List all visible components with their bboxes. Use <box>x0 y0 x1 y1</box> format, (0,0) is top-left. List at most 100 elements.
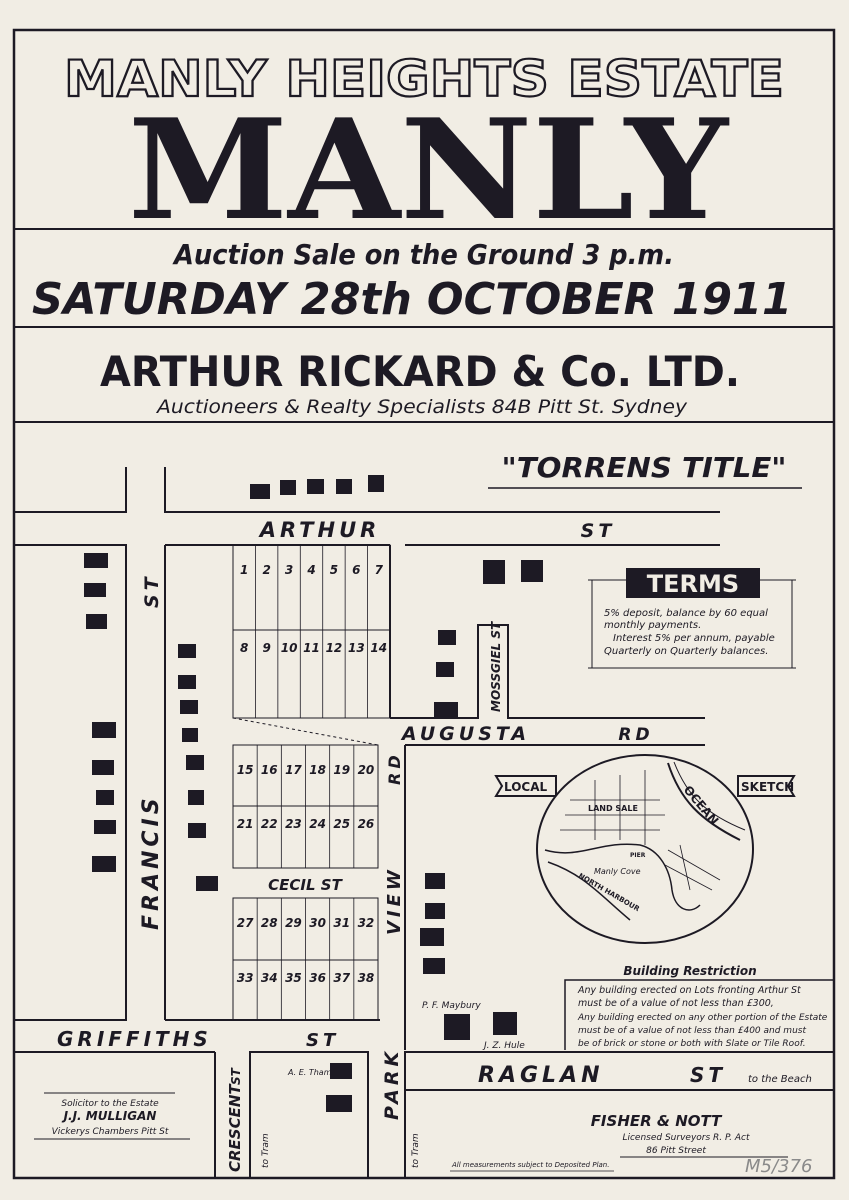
terms-title: TERMS <box>647 570 739 598</box>
lot-number[interactable]: 1 <box>240 563 248 577</box>
restriction-line: must be of a value of not less than £400… <box>578 1026 806 1036</box>
surveyors-block: FISHER & NOTT Licensed Surveyors R. P. A… <box>591 1112 788 1158</box>
lot-number[interactable]: 24 <box>309 817 326 831</box>
lot-number[interactable]: 15 <box>237 763 254 777</box>
lot-dividers <box>255 545 368 1020</box>
street-crescent: CRESCENT <box>226 1083 244 1172</box>
lot-number[interactable]: 18 <box>309 763 326 777</box>
lot-number[interactable]: 6 <box>352 563 360 577</box>
lot-number[interactable]: 36 <box>309 971 326 985</box>
terms-box: TERMS 5% deposit, balance by 60 equal mo… <box>588 568 796 669</box>
torrens-title: "TORRENS TITLE" <box>502 451 787 484</box>
street-mossgiel: MOSSGIEL ST <box>489 621 503 712</box>
catalogue-mark: M5/376 <box>745 1156 812 1177</box>
raglan-note: to the Beach <box>748 1074 812 1085</box>
pier-label: PIER <box>630 852 646 859</box>
lot-number[interactable]: 12 <box>326 641 343 655</box>
street-augusta: AUGUSTA <box>400 723 530 745</box>
lot-number[interactable]: 10 <box>281 641 298 655</box>
restriction-line: be of brick or stone or both with Slate … <box>578 1039 806 1049</box>
lot-number[interactable]: 25 <box>333 817 350 831</box>
surveyors-name: FISHER & NOTT <box>591 1112 723 1130</box>
lot-number[interactable]: 9 <box>262 641 270 655</box>
terms-line: Interest 5% per annum, payable <box>613 633 775 644</box>
lot-number[interactable]: 29 <box>285 916 302 930</box>
manly-cove-label: Manly Cove <box>594 867 641 876</box>
lot-number[interactable]: 35 <box>285 971 302 985</box>
auction-line: Auction Sale on the Ground 3 p.m. <box>172 238 674 271</box>
street-suffix: ST <box>141 573 163 608</box>
solicitor-address: Vickerys Chambers Pitt St <box>52 1127 169 1137</box>
street-suffix: ST <box>690 1063 726 1087</box>
lot-number[interactable]: 19 <box>333 763 350 777</box>
tram-note: to Tram <box>411 1133 421 1168</box>
lot-number[interactable]: 17 <box>285 763 302 777</box>
owner-label: A. E. Tham <box>287 1068 332 1077</box>
restriction-line: Any building erected on any other portio… <box>577 1013 828 1023</box>
sketch-label-sketch: SKETCH <box>741 780 794 794</box>
lot-number[interactable]: 37 <box>333 971 350 985</box>
lot-number[interactable]: 2 <box>262 563 270 577</box>
lot-boundaries <box>232 544 391 1021</box>
solicitor-label: Solicitor to the Estate <box>61 1099 159 1109</box>
street-cecil: CECIL ST <box>268 876 343 894</box>
solicitor-name: J.J. MULLIGAN <box>62 1109 157 1123</box>
lot-number[interactable]: 4 <box>306 563 315 577</box>
suburb-title: MANLY <box>128 88 730 251</box>
lot-number[interactable]: 14 <box>370 641 387 655</box>
lot-number[interactable]: 5 <box>330 563 338 577</box>
surveyors-line: Licensed Surveyors R. P. Act <box>622 1133 750 1143</box>
lot-number[interactable]: 11 <box>303 641 320 655</box>
local-sketch: LOCAL SKETCH LAND SALE OCEAN Manly Cove … <box>494 754 796 944</box>
terms-line: Quarterly on Quarterly balances. <box>604 646 768 657</box>
street-griffiths: GRIFFITHS <box>57 1027 212 1051</box>
lot-number[interactable]: 38 <box>358 971 375 985</box>
lot-number[interactable]: 31 <box>333 916 350 930</box>
street-suffix: ST <box>306 1030 339 1051</box>
terms-line: monthly payments. <box>604 620 701 631</box>
owner-label: P. F. Maybury <box>422 1001 481 1011</box>
existing-houses <box>84 475 543 1112</box>
restriction-title: Building Restriction <box>623 964 756 978</box>
lot-number[interactable]: 32 <box>358 916 375 930</box>
estate-name: MANLY HEIGHTS ESTATE <box>64 50 784 108</box>
street-view: VIEW <box>384 866 405 935</box>
lot-number[interactable]: 26 <box>358 817 375 831</box>
land-sale-label: LAND SALE <box>588 804 638 813</box>
solicitor-block: Solicitor to the Estate J.J. MULLIGAN Vi… <box>34 1092 190 1140</box>
street-arthur: ARTHUR <box>258 518 381 542</box>
street-suffix: ST <box>229 1067 243 1085</box>
lot-number[interactable]: 28 <box>261 916 278 930</box>
auctioneer-subtitle: Auctioneers & Realty Specialists 84B Pit… <box>155 396 688 418</box>
restriction-line: Any building erected on Lots fronting Ar… <box>577 985 802 996</box>
lot-number[interactable]: 7 <box>375 563 384 577</box>
street-francis: FRANCIS <box>139 794 164 930</box>
lot-number[interactable]: 27 <box>237 916 254 930</box>
building-restriction: Building Restriction Any building erecte… <box>564 964 834 1050</box>
terms-line: 5% deposit, balance by 60 equal <box>604 608 768 619</box>
street-raglan: RAGLAN <box>478 1063 603 1088</box>
lot-number[interactable]: 22 <box>261 817 278 831</box>
lot-number[interactable]: 13 <box>348 641 365 655</box>
lot-number[interactable]: 16 <box>261 763 278 777</box>
owner-label: J. Z. Hule <box>482 1041 525 1051</box>
sketch-label-local: LOCAL <box>504 780 548 794</box>
lot-number[interactable]: 34 <box>261 971 278 985</box>
lot-number[interactable]: 33 <box>237 971 254 985</box>
lot-number[interactable]: 20 <box>358 763 375 777</box>
surveyors-line: 86 Pitt Street <box>646 1146 706 1156</box>
street-suffix: ST <box>581 520 616 542</box>
street-suffix: RD <box>385 751 404 785</box>
auctioneer-name: ARTHUR RICKARD & Co. LTD. <box>100 347 740 396</box>
restriction-line: must be of a value of not less than £300… <box>578 998 774 1009</box>
street-suffix: RD <box>618 725 653 745</box>
lot-number[interactable]: 23 <box>285 817 302 831</box>
tram-note: to Tram <box>261 1133 271 1168</box>
lot-number[interactable]: 21 <box>237 817 254 831</box>
poster-border <box>12 28 836 1180</box>
lot-number[interactable]: 30 <box>309 916 326 930</box>
lot-number[interactable]: 3 <box>285 563 293 577</box>
lot-number[interactable]: 8 <box>240 641 248 655</box>
